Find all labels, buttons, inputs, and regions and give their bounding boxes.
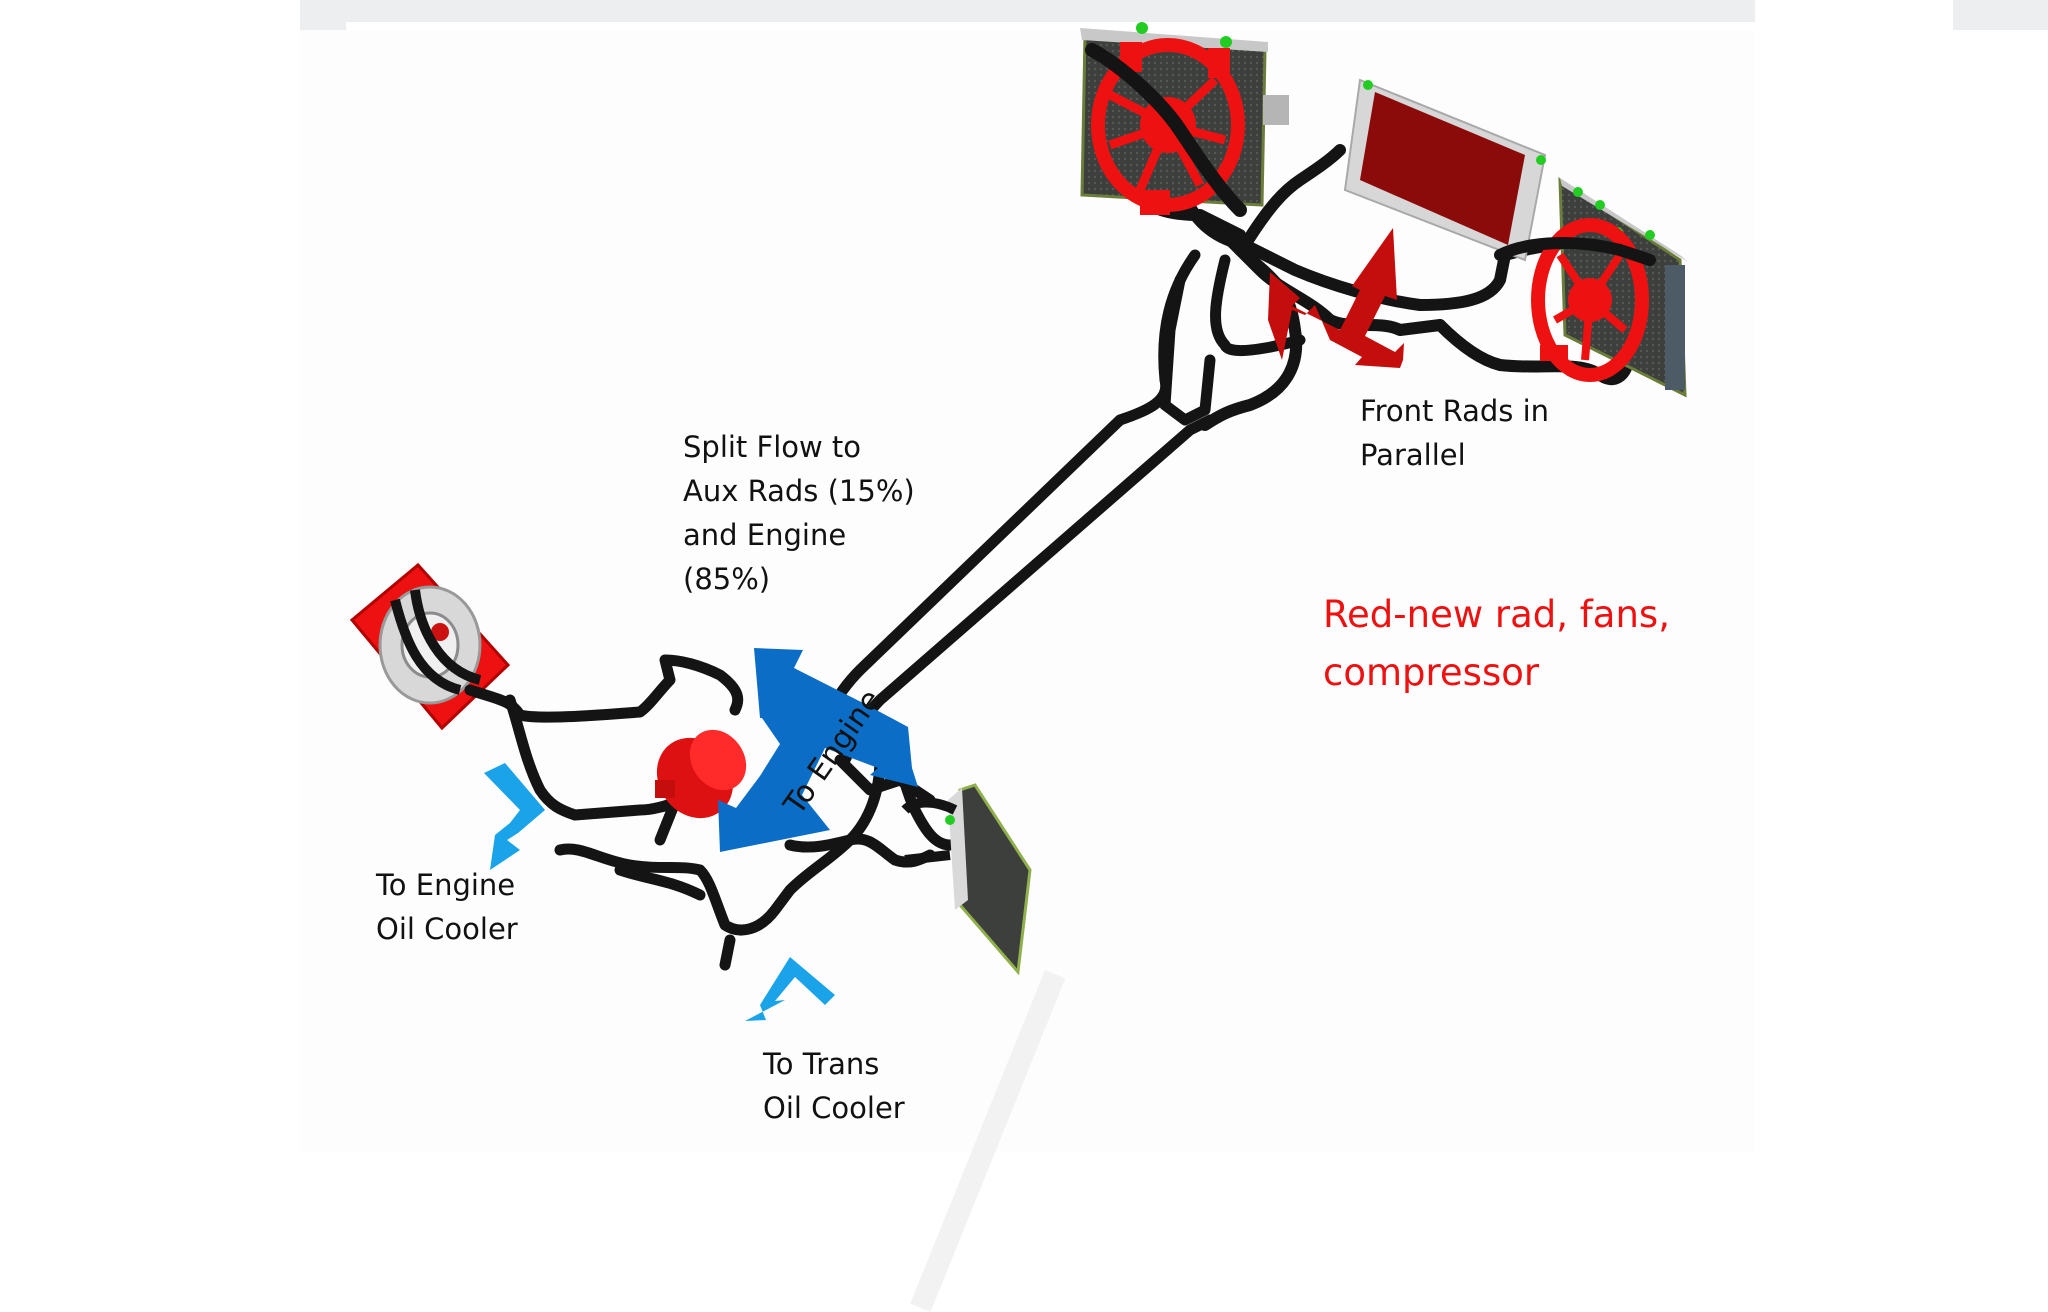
main-hose-3 — [1159, 274, 1216, 426]
rear-aux-radiator — [901, 783, 1032, 976]
front-rads-line-2: Parallel — [1360, 438, 1466, 472]
trans-oil-arrow — [745, 957, 835, 1021]
three-way-arrow-icon — [1268, 228, 1404, 368]
bent-arrow-icon — [484, 763, 545, 870]
engine-oil-cooler-line-1: To Engine — [376, 868, 516, 902]
front-rads-label: Front Rads in Parallel — [1360, 389, 1549, 477]
front-rads-line-1: Front Rads in — [1360, 394, 1550, 428]
rear-aux-radiator-fan — [349, 562, 511, 731]
fitting — [1536, 155, 1546, 165]
cooling-system-diagram — [349, 22, 1688, 1021]
fitting — [945, 815, 955, 825]
fitting — [1645, 230, 1655, 240]
fitting — [1220, 36, 1232, 48]
slide-left-tab — [300, 0, 346, 30]
fitting — [1363, 80, 1373, 90]
split-flow-line-4: (85%) — [683, 562, 771, 596]
front-center-condenser — [1343, 78, 1547, 262]
front-flow-arrow — [1268, 228, 1404, 368]
bent-arrow-icon — [745, 957, 835, 1021]
fitting — [1136, 22, 1148, 34]
fitting — [1573, 187, 1583, 197]
fan-shroud — [1531, 218, 1649, 382]
split-flow-label: Split Flow to Aux Rads (15%) and Engine (85… — [683, 425, 915, 601]
trans-oil-cooler-line-2: Oil Cooler — [763, 1091, 905, 1125]
fitting — [1595, 200, 1605, 210]
legend-red-label: Red-new rad, fans, compressor — [1323, 586, 1670, 702]
three-way-arrow-icon — [718, 648, 918, 852]
front-left-radiator-fan — [1080, 22, 1289, 217]
trans-oil-cooler-line-1: To Trans — [763, 1047, 880, 1081]
engine-oil-arrow — [484, 763, 545, 870]
slide-top-strip-right — [1953, 0, 2048, 30]
split-flow-line-1: Split Flow to — [683, 430, 862, 464]
split-flow-line-2: Aux Rads (15%) — [683, 474, 915, 508]
legend-red-line-1: Red-new rad, fans, — [1323, 593, 1670, 636]
engine-oil-cooler-line-2: Oil Cooler — [376, 912, 518, 946]
slide-top-strip — [300, 0, 1755, 22]
legend-red-line-2: compressor — [1323, 651, 1540, 694]
split-flow-line-3: and Engine — [683, 518, 847, 552]
front-right-radiator-fan — [1494, 177, 1688, 398]
compressor — [655, 729, 747, 819]
split-flow-arrow — [718, 648, 918, 852]
